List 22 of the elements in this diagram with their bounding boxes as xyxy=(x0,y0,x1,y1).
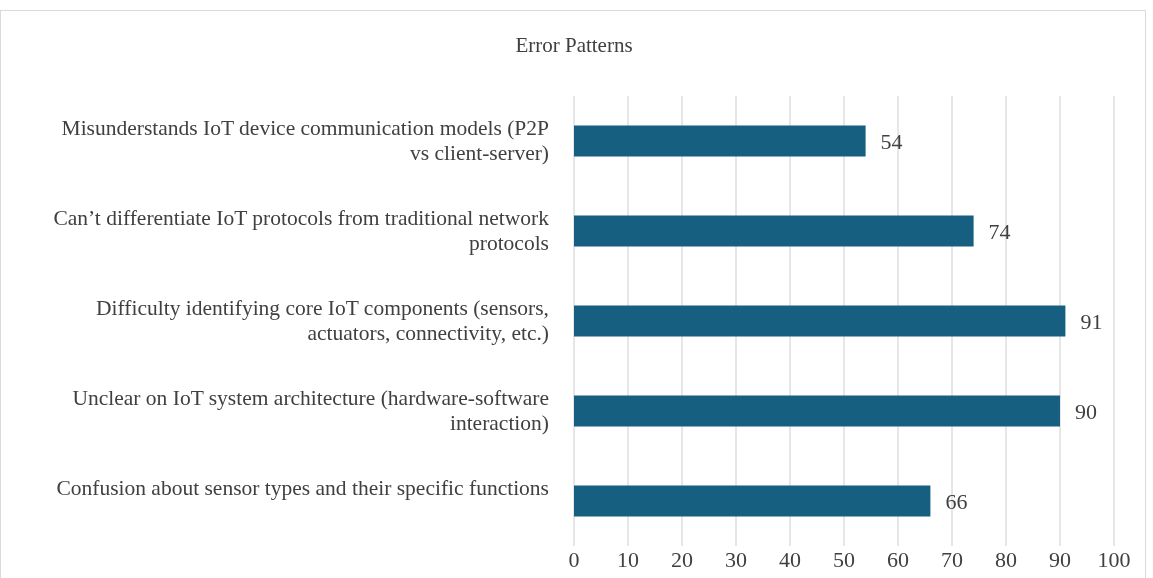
value-label: 66 xyxy=(945,489,968,514)
axis-tick-label: 90 xyxy=(1048,547,1072,572)
axis-tick-label: 30 xyxy=(724,547,748,572)
chart-title: Error Patterns xyxy=(514,33,634,58)
axis-tick-label: 20 xyxy=(670,547,694,572)
axis-tick-label: 60 xyxy=(886,547,910,572)
axis-tick-label: 80 xyxy=(994,547,1018,572)
value-label: 91 xyxy=(1080,309,1103,334)
axis-tick-label: 0 xyxy=(567,547,581,572)
value-label: 74 xyxy=(988,219,1011,244)
value-label: 90 xyxy=(1075,399,1097,424)
axis-tick-label: 100 xyxy=(1096,547,1132,572)
category-label: Difficulty identifying core IoT components (sensors, actuators, connectivity, etc.) xyxy=(95,296,549,346)
value-label: 54 xyxy=(880,129,903,154)
category-label: Unclear on IoT system architecture (hardware-software interaction) xyxy=(71,386,549,436)
axis-tick-label: 50 xyxy=(832,547,856,572)
axis-tick-label: 10 xyxy=(616,547,640,572)
category-label: Can’t differentiate IoT protocols from traditional network protocols xyxy=(52,206,549,256)
axis-tick-label: 70 xyxy=(940,547,964,572)
category-label: Confusion about sensor types and their specific functions xyxy=(55,476,549,501)
category-label: Misunderstands IoT device communication models (P2P vs client-server) xyxy=(60,116,549,166)
axis-tick-label: 40 xyxy=(778,547,802,572)
